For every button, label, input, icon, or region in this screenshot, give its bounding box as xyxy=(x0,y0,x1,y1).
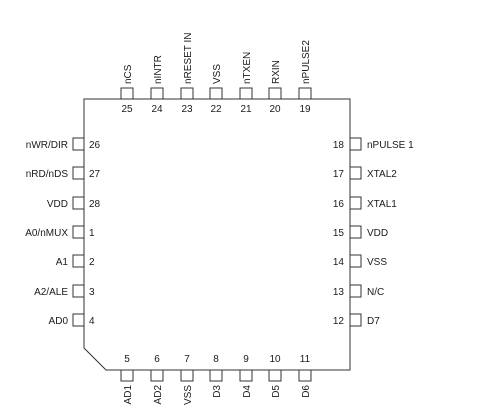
left-pin-label: nRD/nDS xyxy=(26,169,69,180)
bottom-pin-number: 6 xyxy=(154,354,160,365)
bottom-pin-label: D4 xyxy=(242,385,253,398)
left-pin-number: 2 xyxy=(89,257,95,268)
right-pin-number: 18 xyxy=(333,140,345,151)
right-pin-number: 13 xyxy=(333,287,345,298)
bottom-pin-number: 11 xyxy=(300,354,311,365)
bottom-pin-label: AD1 xyxy=(123,385,134,405)
left-pin-label: A2/ALE xyxy=(34,287,68,298)
top-pin-label: RXIN xyxy=(271,60,282,84)
top-pin-label: nTXEN xyxy=(242,52,253,84)
bottom-pin-11 xyxy=(298,369,312,382)
right-pin-16 xyxy=(349,196,362,210)
left-pin-label: A0/nMUX xyxy=(25,228,68,239)
bottom-pin-number: 7 xyxy=(184,354,190,365)
top-pin-number: 20 xyxy=(269,104,281,115)
left-pin-28 xyxy=(72,196,85,210)
bottom-pin-number: 9 xyxy=(243,354,249,365)
left-pin-number: 3 xyxy=(89,287,95,298)
right-pin-label: N/C xyxy=(367,287,384,298)
top-pin-number: 21 xyxy=(240,104,252,115)
right-pin-number: 12 xyxy=(333,316,345,327)
right-pin-14 xyxy=(349,254,362,268)
left-pin-label: nWR/DIR xyxy=(26,140,68,151)
right-pin-label: D7 xyxy=(367,316,380,327)
right-pin-number: 15 xyxy=(333,228,345,239)
bottom-pin-label: D6 xyxy=(301,385,312,398)
top-pin-label: nCS xyxy=(123,64,134,84)
top-pin-22 xyxy=(209,87,223,100)
right-pin-12 xyxy=(349,313,362,327)
bottom-pin-10 xyxy=(268,369,282,382)
right-pin-number: 16 xyxy=(333,199,345,210)
bottom-pin-6 xyxy=(150,369,164,382)
bottom-pin-5 xyxy=(120,369,134,382)
right-pin-15 xyxy=(349,225,362,239)
top-pin-number: 25 xyxy=(121,104,133,115)
top-pin-number: 24 xyxy=(151,104,163,115)
chip-body xyxy=(83,98,351,371)
top-pin-19 xyxy=(298,87,312,100)
right-pin-17 xyxy=(349,166,362,180)
bottom-pin-label: VSS xyxy=(183,385,194,405)
bottom-pin-label: AD2 xyxy=(153,385,164,405)
left-pin-1 xyxy=(72,225,85,239)
right-pin-label: XTAL2 xyxy=(367,169,397,180)
top-pin-label: nINTR xyxy=(153,55,164,84)
right-pin-18 xyxy=(349,137,362,151)
top-pin-label: nRESET IN xyxy=(183,33,194,85)
top-pin-number: 19 xyxy=(299,104,311,115)
top-pin-20 xyxy=(268,87,282,100)
top-pin-label: nPULSE2 xyxy=(301,40,312,84)
top-pin-25 xyxy=(120,87,134,100)
bottom-pin-8 xyxy=(209,369,223,382)
right-pin-label: VSS xyxy=(367,257,387,268)
bottom-pin-label: D3 xyxy=(212,385,223,398)
bottom-pin-9 xyxy=(239,369,253,382)
bottom-pin-number: 5 xyxy=(124,354,130,365)
left-pin-number: 1 xyxy=(89,228,95,239)
left-pin-label: VDD xyxy=(47,199,68,210)
top-pin-23 xyxy=(180,87,194,100)
top-pin-21 xyxy=(239,87,253,100)
left-pin-number: 28 xyxy=(89,199,101,210)
top-pin-number: 23 xyxy=(181,104,193,115)
top-pin-number: 22 xyxy=(210,104,222,115)
left-pin-number: 26 xyxy=(89,140,101,151)
left-pin-4 xyxy=(72,313,85,327)
left-pin-3 xyxy=(72,284,85,298)
left-pin-number: 4 xyxy=(89,316,95,327)
right-pin-label: XTAL1 xyxy=(367,199,397,210)
left-pin-2 xyxy=(72,254,85,268)
bottom-pin-label: D5 xyxy=(271,385,282,398)
right-pin-13 xyxy=(349,284,362,298)
bottom-pin-number: 10 xyxy=(269,354,281,365)
left-pin-number: 27 xyxy=(89,169,101,180)
top-pin-label: VSS xyxy=(212,64,223,84)
bottom-pin-7 xyxy=(180,369,194,382)
top-pin-24 xyxy=(150,87,164,100)
right-pin-number: 14 xyxy=(333,257,345,268)
left-pin-label: AD0 xyxy=(49,316,69,327)
bottom-pin-number: 8 xyxy=(213,354,219,365)
left-pin-label: A1 xyxy=(56,257,69,268)
right-pin-label: VDD xyxy=(367,228,388,239)
left-pin-27 xyxy=(72,166,85,180)
right-pin-label: nPULSE 1 xyxy=(367,140,414,151)
left-pin-26 xyxy=(72,137,85,151)
right-pin-number: 17 xyxy=(333,169,345,180)
